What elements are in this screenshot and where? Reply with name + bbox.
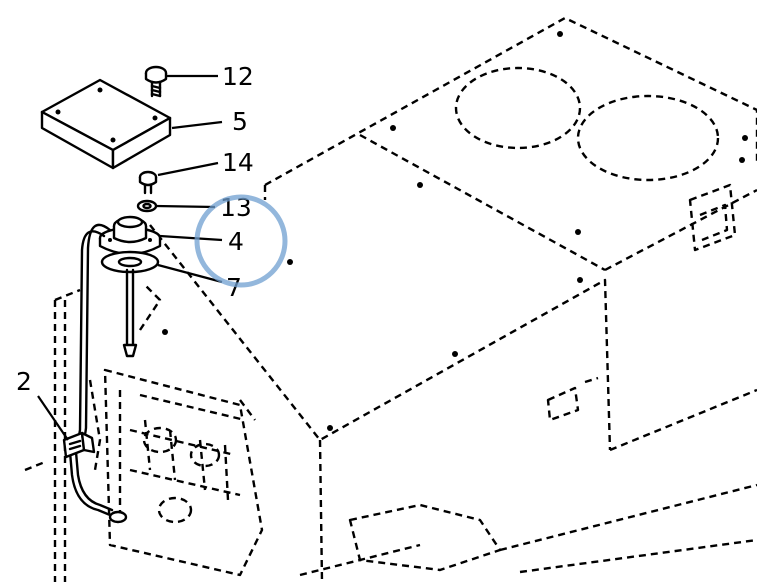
screw-part-14 (138, 170, 158, 195)
cover-box-part (40, 78, 172, 170)
float-rod (122, 268, 138, 358)
washer-part-13 (136, 199, 158, 213)
bolt-part-12 (144, 65, 168, 98)
sender-unit-part-4 (98, 215, 162, 256)
callout-labels: 12 5 14 13 4 7 2 (16, 62, 254, 396)
callout-2: 2 (16, 367, 32, 396)
callout-14: 14 (222, 148, 254, 177)
connector-part-2 (62, 431, 96, 459)
callout-5: 5 (232, 107, 248, 136)
callout-4: 4 (228, 227, 244, 256)
callout-12: 12 (222, 62, 254, 91)
highlight-circle (194, 194, 288, 288)
dashed-housing (53, 16, 757, 582)
leader-lines (37, 74, 223, 441)
dashed-pump-assembly (24, 284, 264, 577)
callout-7: 7 (226, 273, 242, 302)
gasket-part-7 (100, 250, 160, 274)
